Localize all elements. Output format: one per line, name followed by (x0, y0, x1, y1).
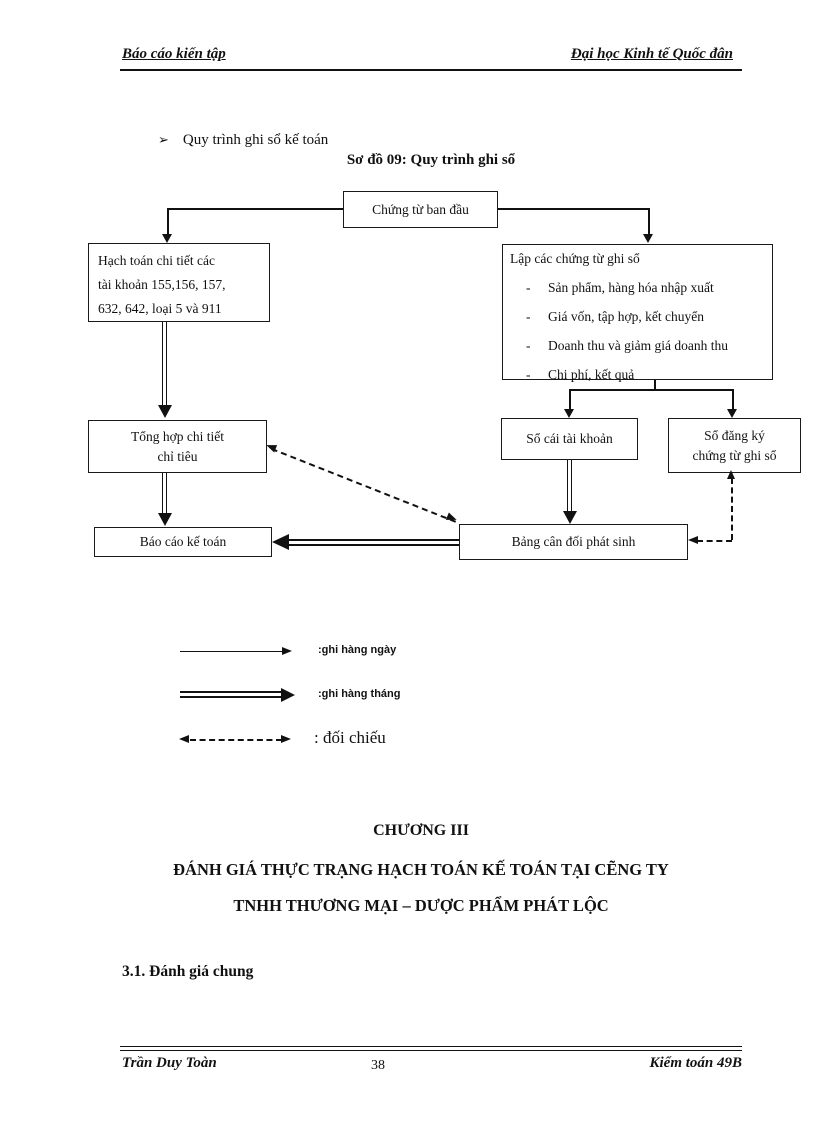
chapter-heading: CHƯƠNG III (373, 822, 469, 839)
chapter-title-line2: TNHH THƯƠNG MẠI – DƯỢC PHẨM PHÁT LỘC (233, 896, 609, 915)
connector-line (498, 208, 650, 210)
legend-daily-label: :ghi hàng ngày (318, 644, 397, 656)
legend-daily-line (180, 651, 283, 652)
legend-reconcile-label: : đối chiếu (314, 728, 386, 747)
header-right-title: Đại học Kinh tế Quốc đân (570, 46, 733, 62)
connector-line (570, 389, 734, 391)
list-item-text: Giá vốn, tập hợp, kết chuyển (548, 309, 704, 324)
box-label: Sổ cái tài khoản (526, 431, 613, 446)
list-item: - Giá vốn, tập hợp, kết chuyển (526, 308, 768, 325)
arrowhead-right-icon (281, 735, 291, 743)
arrowhead-right-icon (445, 512, 459, 524)
list-item: - Sản phẩm, hàng hóa nhập xuất (526, 279, 768, 296)
flowchart-box-voucher-preparation: Lập các chứng từ ghi sổ - Sản phẩm, hàng … (502, 244, 773, 383)
box-line: chỉ tiêu (157, 448, 198, 464)
connector-dashed-line (731, 478, 733, 540)
box-line: Tổng hợp chi tiết (131, 428, 224, 444)
connector-line (732, 389, 734, 410)
flowchart-box-detail-accounting: Hạch toán chi tiết các tài khoản 155,156… (88, 243, 270, 322)
flowchart-box-financial-reports: Báo cáo kế toán (94, 527, 272, 557)
arrowhead-down-icon (727, 409, 737, 418)
arrowhead-down-icon (643, 234, 653, 243)
arrowhead-left-icon (688, 536, 698, 544)
box-label: Chứng từ ban đầu (372, 201, 469, 217)
list-item-text: Doanh thu và giảm giá doanh thu (548, 338, 728, 353)
flowchart-box-general-ledger: Sổ cái tài khoản (501, 418, 638, 460)
box-label: Bảng cân đối phát sinh (511, 534, 636, 549)
footer-author: Trần Duy Toàn (122, 1055, 217, 1071)
flowchart-box-source-documents: Chứng từ ban đầu (343, 191, 498, 228)
header-left-title: Báo cáo kiến tập (122, 46, 226, 62)
box-line: Sổ đăng ký (704, 427, 765, 443)
list-item: - Doanh thu và giảm giá doanh thu (526, 337, 768, 354)
arrowhead-right-icon (282, 647, 292, 655)
dash-marker: - (526, 280, 531, 295)
list-item-text: Sản phẩm, hàng hóa nhập xuất (548, 280, 714, 295)
arrowhead-down-icon (162, 234, 172, 243)
legend-reconcile-line (190, 739, 282, 741)
diagram-title: Sơ đồ 09: Quy trình ghi sổ (346, 152, 516, 168)
box-line: 632, 642, loại 5 và 911 (98, 301, 222, 316)
section-heading: 3.1. Đánh giá chung (122, 963, 254, 980)
connector-line (167, 208, 169, 235)
connector-line (654, 380, 656, 390)
connector-dashed-diagonal (271, 448, 457, 523)
connector-double-line (162, 322, 167, 406)
list-item-text: Chi phí, kết quả (548, 367, 635, 382)
footer-class: Kiểm toán 49B (649, 1055, 742, 1071)
arrow-bullet-icon: ➢ (158, 132, 169, 147)
connector-double-line (288, 539, 459, 546)
bullet-text: Quy trình ghi sổ kế toán (182, 132, 329, 148)
box-line: tài khoản 155,156, 157, (98, 277, 226, 292)
chapter-title-line1: ĐÁNH GIÁ THỰC TRẠNG HẠCH TOÁN KẾ TOÁN TẠ… (173, 860, 669, 879)
connector-double-line (162, 473, 167, 514)
dash-marker: - (526, 338, 531, 353)
legend-monthly-line (180, 691, 282, 698)
connector-dashed-line (697, 540, 732, 542)
dash-marker: - (526, 309, 531, 324)
dash-marker: - (526, 367, 531, 382)
footer-rule (120, 1046, 742, 1051)
arrowhead-left-icon (179, 735, 189, 743)
connector-line (648, 208, 650, 235)
box-line: Hạch toán chi tiết các (98, 253, 215, 268)
flowchart-box-trial-balance: Bảng cân đối phát sinh (459, 524, 688, 560)
arrowhead-up-icon (727, 470, 735, 479)
legend-monthly-label: :ghi hàng tháng (318, 688, 401, 700)
arrowhead-down-icon (563, 511, 577, 524)
page-number: 38 (371, 1058, 385, 1073)
box-label: Báo cáo kế toán (139, 534, 227, 549)
arrowhead-right-icon (281, 688, 295, 702)
flowchart-box-detail-summary: Tổng hợp chi tiết chỉ tiêu (88, 420, 267, 473)
bullet-row: ➢ Quy trình ghi sổ kế toán (158, 132, 328, 149)
flowchart-box-voucher-register: Sổ đăng ký chứng từ ghi sổ (668, 418, 801, 473)
arrowhead-down-icon (158, 513, 172, 526)
arrowhead-left-icon (272, 534, 289, 550)
list-item: - Chi phí, kết quả (526, 366, 768, 383)
connector-double-line (567, 460, 572, 513)
connector-line (168, 208, 343, 210)
header-rule (120, 69, 742, 71)
arrowhead-down-icon (564, 409, 574, 418)
box-line: chứng từ ghi sổ (692, 447, 777, 463)
connector-line (569, 389, 571, 410)
box-title: Lập các chứng từ ghi sổ (510, 251, 640, 266)
arrowhead-down-icon (158, 405, 172, 418)
